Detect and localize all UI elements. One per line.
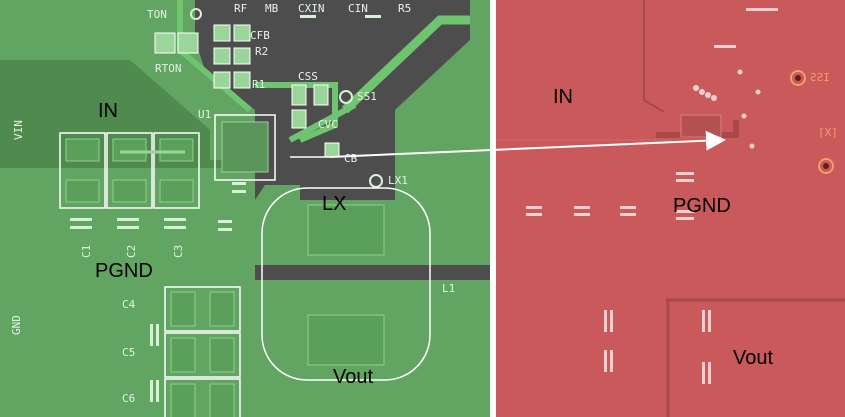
silk-rf: RF — [234, 2, 248, 15]
testpoint-lx-hole — [823, 163, 829, 169]
silk-c5: C5 — [122, 346, 136, 359]
label-pgnd-bottom: PGND — [673, 195, 731, 217]
silk-css: CSS — [298, 70, 318, 83]
silk-ss-mirror: ISS — [810, 71, 830, 84]
silk-ton: TON — [147, 8, 167, 21]
label-pgnd: PGND — [95, 260, 153, 282]
label-in-bottom: IN — [553, 86, 573, 108]
silk-ss1: SS1 — [357, 90, 377, 103]
bottom-vias — [526, 8, 778, 384]
pad — [213, 24, 231, 42]
silk-gnd: GND — [10, 315, 23, 335]
silk-r1: R1 — [252, 78, 266, 91]
silk-l1: L1 — [442, 282, 456, 295]
silk-cfb: CFB — [250, 29, 270, 42]
testpoint-lx — [818, 158, 834, 174]
trace-ss — [341, 15, 470, 114]
label-vout-bottom: Vout — [733, 347, 774, 369]
silk-cin: CIN — [348, 2, 368, 15]
c6-outline — [164, 378, 241, 417]
pad — [170, 291, 196, 327]
testpoint-ton — [190, 8, 202, 20]
pad — [313, 84, 329, 106]
pad — [154, 32, 176, 54]
pad — [291, 84, 307, 106]
silk-cb: CB — [344, 152, 358, 165]
top-layer-panel: IN LX PGND Vout TON RF MB CXIN CIN R5 CF… — [0, 0, 490, 417]
label-in: IN — [98, 100, 118, 122]
pad — [307, 204, 385, 256]
via-clusters — [70, 15, 381, 402]
bottom-layer-panel: IN PGND Vout ISS [X] — [496, 0, 845, 417]
bottom-layer-artwork — [496, 0, 845, 417]
silk-c6: C6 — [122, 392, 136, 405]
pad — [170, 337, 196, 373]
pad — [233, 24, 251, 42]
silk-u1: U1 — [198, 108, 212, 121]
pad — [112, 179, 147, 203]
in-gap — [0, 160, 255, 168]
copper-edge — [643, 0, 665, 113]
pad — [307, 314, 385, 366]
c3-outline — [153, 132, 200, 209]
silk-rton: RTON — [155, 62, 182, 75]
u1-outline — [214, 114, 276, 181]
silk-cxin: CXIN — [298, 2, 325, 15]
pad — [213, 71, 231, 89]
top-layer-artwork — [0, 0, 490, 417]
pad — [65, 179, 100, 203]
testpoint-ss1 — [339, 90, 353, 104]
silk-vin: VIN — [12, 120, 25, 140]
testpoint-ss-hole — [795, 75, 801, 81]
pad — [209, 383, 235, 417]
pad — [112, 138, 147, 162]
c4-outline — [164, 286, 241, 332]
silk-c1: C1 — [80, 244, 93, 258]
silk-mb: MB — [265, 2, 279, 15]
pad — [680, 114, 722, 138]
pad — [170, 383, 196, 417]
testpoint-lx1 — [369, 174, 383, 188]
pad — [233, 47, 251, 65]
pad — [159, 138, 194, 162]
l1-outline — [261, 187, 431, 381]
lx-gap — [255, 265, 490, 280]
label-vout: Vout — [333, 366, 374, 388]
silk-r2: R2 — [255, 45, 269, 58]
silk-c4: C4 — [122, 298, 136, 311]
u1-body — [221, 121, 269, 173]
pad — [233, 71, 251, 89]
c2-outline — [106, 132, 153, 209]
pad — [324, 142, 340, 158]
c1-outline — [59, 132, 106, 209]
vin-region-edge — [0, 60, 210, 160]
testpoint-ss — [790, 70, 806, 86]
silk-c3: C3 — [172, 244, 185, 258]
c5-outline — [164, 332, 241, 378]
silk-lx1: LX1 — [388, 174, 408, 187]
pad — [65, 138, 100, 162]
pad — [209, 291, 235, 327]
trace-cvc — [288, 102, 357, 143]
silk-lx-mirror: [X] — [818, 126, 838, 139]
pad — [177, 32, 199, 54]
pad — [213, 47, 231, 65]
pad — [209, 337, 235, 373]
label-lx: LX — [322, 193, 347, 215]
pad — [159, 179, 194, 203]
silk-r5: R5 — [398, 2, 412, 15]
pad — [291, 109, 307, 129]
silk-cvc: CVC — [318, 118, 338, 131]
silk-c2: C2 — [125, 244, 138, 258]
